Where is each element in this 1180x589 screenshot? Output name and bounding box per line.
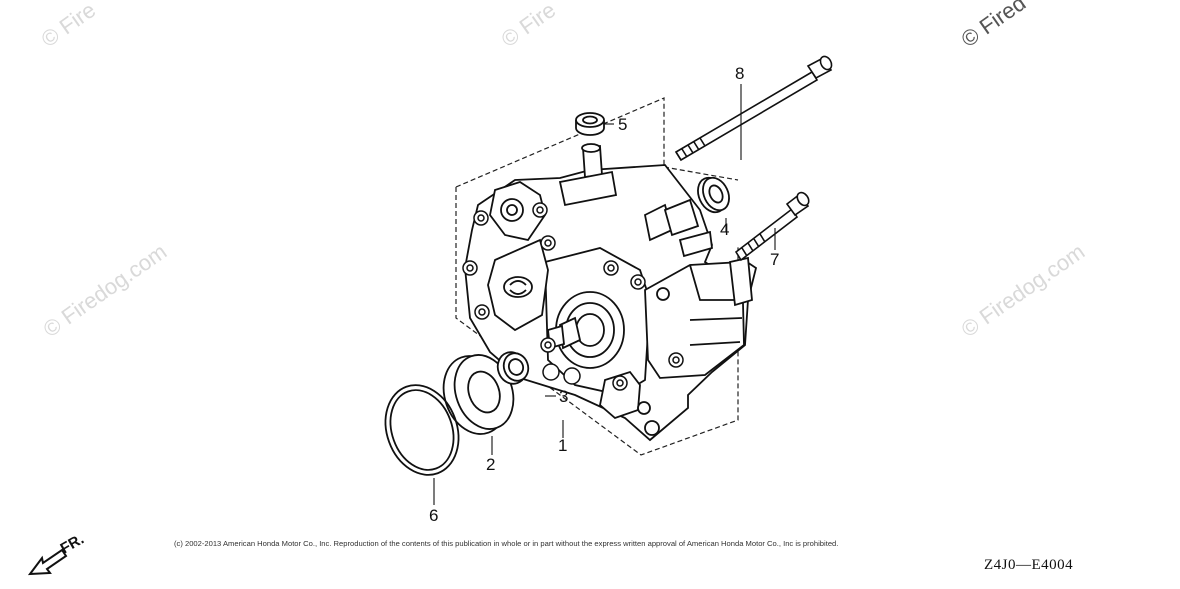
callout-6: 6 bbox=[429, 506, 438, 525]
callout-7: 7 bbox=[770, 250, 779, 269]
front-direction-indicator: FR. bbox=[27, 531, 87, 576]
transmission-body bbox=[464, 143, 758, 442]
watermark-top-center: © Fire bbox=[497, 0, 561, 52]
body-fasteners bbox=[462, 202, 684, 391]
callout-4: 4 bbox=[720, 220, 729, 239]
copyright-notice: (c) 2002-2013 American Honda Motor Co., … bbox=[174, 539, 839, 548]
watermark-mid-right: © Firedog.com bbox=[957, 239, 1090, 342]
leader-lines bbox=[433, 84, 776, 505]
callout-2: 2 bbox=[486, 455, 495, 474]
callout-5: 5 bbox=[618, 115, 627, 134]
assembly-outline bbox=[455, 97, 739, 456]
watermark-top-left: © Fire bbox=[37, 0, 101, 52]
callout-3: 3 bbox=[559, 387, 568, 406]
watermark-mid-left: © Firedog.com bbox=[39, 239, 172, 342]
part-4-seal bbox=[697, 176, 730, 214]
part-6-o-ring bbox=[384, 384, 460, 476]
callout-8: 8 bbox=[735, 64, 744, 83]
callout-labels: 1 2 3 4 5 6 7 8 bbox=[429, 64, 779, 525]
watermark-top-right: © Fired bbox=[957, 0, 1031, 52]
part-5-seal bbox=[575, 112, 605, 136]
diagram-code: Z4J0—E4004 bbox=[984, 557, 1074, 573]
part-8-long-bolt bbox=[674, 55, 833, 162]
part-7-short-bolt bbox=[734, 191, 810, 262]
part-3-seal bbox=[496, 351, 530, 385]
front-arrow-icon bbox=[27, 548, 68, 576]
callout-1: 1 bbox=[558, 436, 567, 455]
